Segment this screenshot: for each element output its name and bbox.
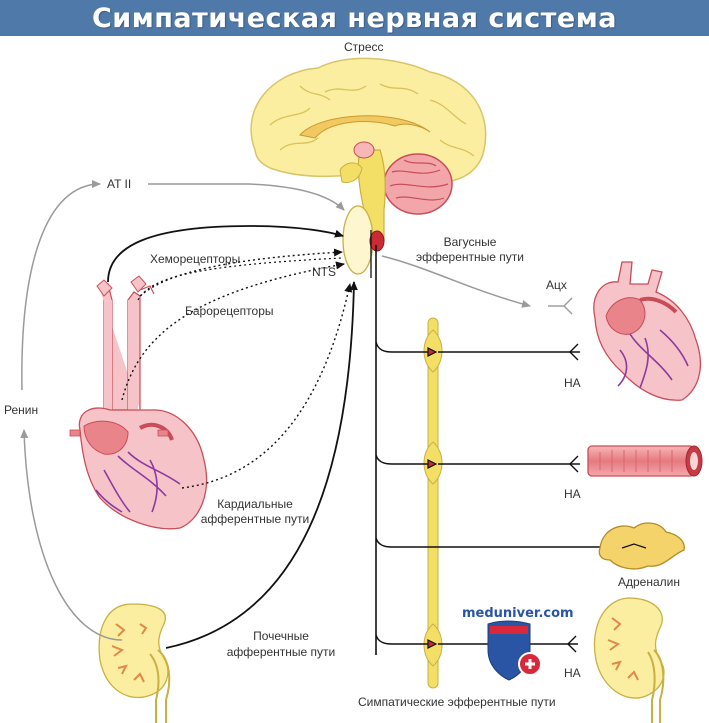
kidney-left [98,603,171,723]
cardiac-label-2: афферентные пути [200,512,310,526]
title-bar: Симпатическая нервная система [0,0,709,36]
na-kidney-label: НА [564,666,581,680]
baroreceptor-arrow-3 [121,261,345,401]
sympathetic-label: Симпатические эфферентные пути [358,695,556,709]
renin-label: Ренин [4,403,39,417]
nts-nucleus [342,205,374,275]
renal-label-1: Почечные [253,629,309,643]
carotid-arteries [96,275,155,421]
afferent-arrows [20,180,358,649]
chemoreceptors-label: Хеморецепторы [150,252,241,266]
kidney-right [593,597,665,723]
stress-label: Стресс [344,40,384,54]
nerve-endings [567,343,579,653]
heart-right [593,261,702,401]
sympathetic-efferent-lines [375,341,610,645]
cardiac-afferent-arrow [181,283,353,489]
heart-left [69,407,208,530]
watermark-text: meduniver.com [462,606,574,621]
vagal-efferent-arrow [381,255,531,308]
cardiac-label-1: Кардиальные [217,497,293,511]
adrenaline-label: Адреналин [618,575,680,589]
at2-label: AT II [107,177,132,191]
na-heart-label: НА [564,376,581,390]
baroreceptors-label: Барорецепторы [185,304,274,318]
adrenal-gland [598,522,685,570]
brain-illustration [250,57,487,241]
page-title: Симпатическая нервная система [91,2,618,34]
renal-afferent-arrow [165,281,358,649]
ach-label: Ацх [546,278,567,292]
vagal-label-2: эфферентные пути [416,250,524,264]
vagal-nucleus [369,230,385,252]
at2-arrow [148,183,345,211]
vagal-label-1: Вагусные [443,235,497,249]
blood-vessel [587,445,703,477]
cerebellum [383,153,453,215]
na-vessel-label: НА [564,487,581,501]
chemoreceptor-arrow [107,225,344,283]
renin-arrow [20,429,123,641]
sympathetic-chain [423,317,443,689]
renal-label-2: афферентные пути [226,645,336,659]
nts-label: NTS [312,265,336,279]
meduniver-shield-logo [487,620,542,681]
baroreceptor-arrow-1 [139,248,343,297]
